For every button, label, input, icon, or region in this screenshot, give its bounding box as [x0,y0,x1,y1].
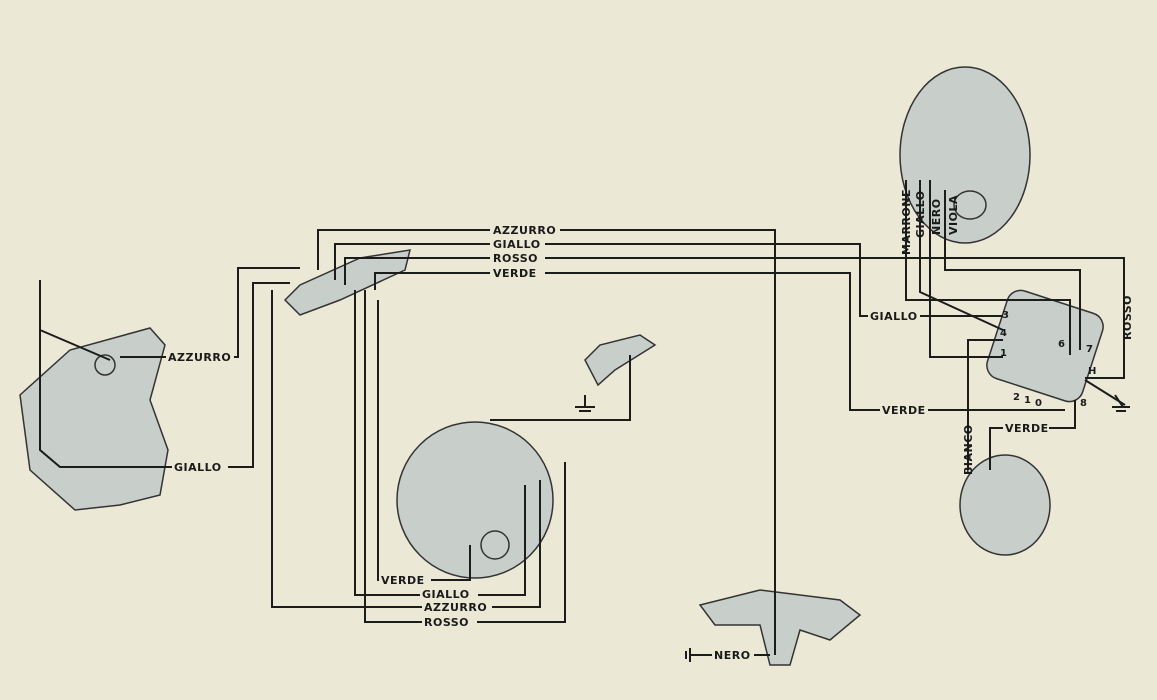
light-switch [986,289,1104,403]
ground-symbols [575,394,1130,662]
label-bus-verde: VERDE [493,267,537,280]
label-hl-giallo: GIALLO [914,190,927,238]
label-left-azzurro: AZZURRO [168,351,231,364]
wires [39,180,1126,656]
spark-plug [584,334,657,387]
ignition-coil [19,327,169,511]
label-bottom-rosso: ROSSO [424,616,469,629]
horn [959,454,1051,556]
label-nero: NERO [714,649,751,662]
label-bottom-giallo: GIALLO [422,588,470,601]
junction-box [283,249,412,316]
label-bottom-verde: VERDE [381,574,425,587]
terminal-8: 8 [1080,398,1087,409]
label-marrone: MARRONE [900,189,913,255]
label-left-giallo: GIALLO [174,461,222,474]
label-hl-nero: NERO [930,198,943,235]
terminal-4: 4 [1000,328,1007,339]
label-bottom-azzurro: AZZURRO [424,601,487,614]
terminal-6: 6 [1058,339,1065,350]
terminal-7: 7 [1086,344,1093,355]
kill-switch [698,589,862,666]
terminal-h: H [1088,366,1096,377]
position-1: 1 [1024,395,1031,406]
label-viola: VIOLA [947,195,960,235]
label-sw-verde: VERDE [882,404,926,417]
label-horn-verde: VERDE [1005,422,1049,435]
labels: AZZURRO GIALLO ROSSO VERDE AZZURRO GIALL… [166,189,1134,662]
terminal-3: 3 [1002,310,1009,321]
label-bianco: BIANCO [962,424,975,475]
label-sw-giallo: GIALLO [870,310,918,323]
stator-hub [480,530,510,560]
headlight [899,66,1031,244]
label-bus-giallo: GIALLO [493,238,541,251]
stator-plate [396,421,554,579]
terminal-1: 1 [1000,348,1007,359]
label-bus-rosso: ROSSO [493,252,538,265]
position-2: 2 [1013,392,1020,403]
headlight-bulb [953,190,987,220]
label-bus-azzurro: AZZURRO [493,224,556,237]
label-sw-rosso: ROSSO [1121,295,1134,340]
position-0: 0 [1035,398,1042,409]
